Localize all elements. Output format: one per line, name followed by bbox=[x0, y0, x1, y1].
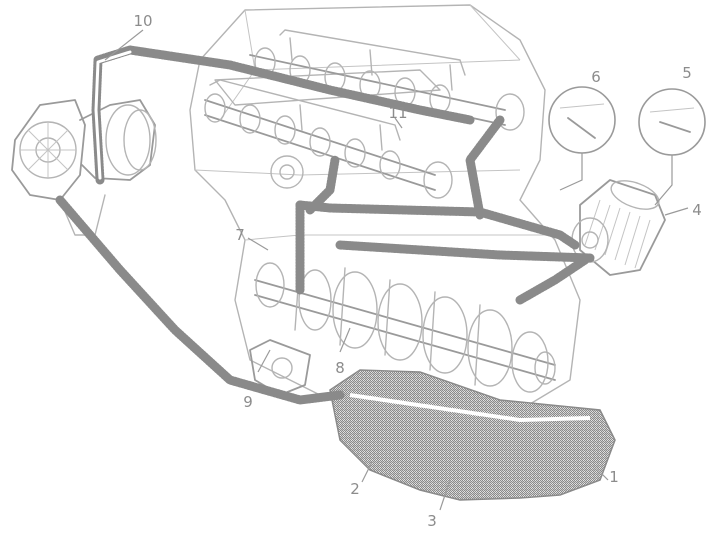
oil-galleries bbox=[55, 45, 595, 405]
callout-3: 3 bbox=[427, 512, 437, 530]
callout-8: 8 bbox=[335, 359, 345, 377]
lower-camshaft bbox=[204, 79, 453, 199]
oil-temp-gauge bbox=[548, 86, 616, 191]
vacuum-pump bbox=[270, 155, 304, 189]
callout-6: 6 bbox=[591, 68, 601, 86]
turbocharger bbox=[11, 99, 157, 236]
oil-sump bbox=[329, 369, 616, 501]
callout-10: 10 bbox=[133, 12, 152, 30]
callout-2: 2 bbox=[350, 480, 360, 498]
callout-5: 5 bbox=[682, 64, 692, 82]
crankshaft bbox=[254, 259, 556, 393]
callout-4: 4 bbox=[692, 201, 702, 219]
callout-9: 9 bbox=[243, 393, 253, 411]
callout-7: 7 bbox=[235, 226, 245, 244]
callout-1: 1 bbox=[609, 468, 619, 486]
oil-pump bbox=[249, 339, 311, 396]
oil-pressure-gauge bbox=[638, 88, 706, 206]
leader-lines bbox=[104, 29, 689, 511]
callout-labels: 1 2 3 4 5 6 7 8 9 10 11 bbox=[133, 12, 701, 530]
callout-11: 11 bbox=[388, 104, 407, 122]
